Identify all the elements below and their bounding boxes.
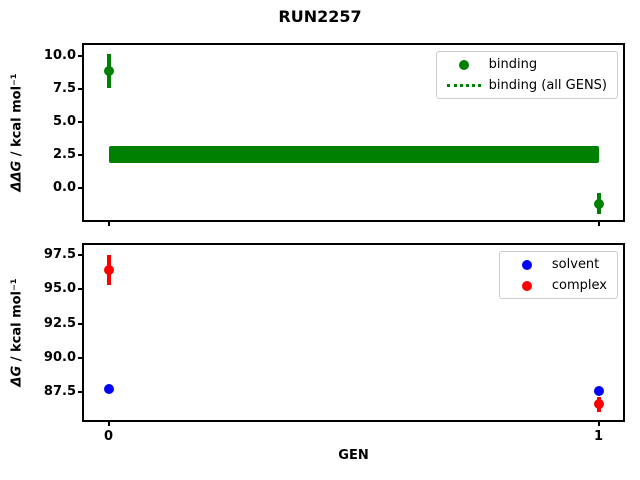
ytick-label: 7.5 — [52, 81, 76, 97]
legend-swatch-solvent — [521, 259, 532, 270]
marker-binding-1 — [593, 198, 604, 209]
legend-swatch-area — [446, 84, 481, 87]
ytick-mark — [78, 186, 82, 189]
ytick-label: 5.0 — [52, 113, 76, 129]
bottom-legend: solvent complex — [498, 251, 618, 299]
ytick-mark — [78, 390, 82, 393]
legend-swatch-area — [447, 59, 481, 70]
ytick-label: 97.5 — [43, 247, 76, 263]
xtick-label: 1 — [593, 429, 604, 444]
top-ylabel-text: ΔΔG / kcal mol⁻¹ — [9, 73, 25, 192]
ytick-mark — [78, 356, 82, 359]
bottom-axes: solvent complex 97.5 95.0 92.5 90.0 87.5 0 1 — [44, 243, 625, 444]
ytick-mark — [78, 88, 82, 91]
legend-label-complex: complex — [551, 278, 607, 293]
ytick-label: 90.0 — [43, 349, 76, 365]
top-legend: binding binding (all GENS) — [435, 51, 618, 99]
marker-solvent-1 — [593, 385, 604, 396]
legend-row-all-gens: binding (all GENS) — [446, 76, 607, 95]
legend-swatch-area — [510, 280, 544, 291]
ytick-label: 92.5 — [43, 315, 76, 331]
legend-row-solvent: solvent — [510, 255, 607, 274]
top-axes: binding binding (all GENS) 10.0 7.5 5.0 2.5… — [44, 43, 625, 226]
ytick-mark — [78, 120, 82, 123]
ytick-mark — [78, 254, 82, 257]
x-axis-label: GEN — [338, 448, 369, 463]
marker-solvent-0 — [103, 384, 114, 395]
ytick-label: 95.0 — [43, 281, 76, 297]
bottom-ylabel: ΔG / kcal mol⁻¹ — [0, 243, 34, 422]
xtick-mark — [107, 222, 110, 226]
ytick-label: 10.0 — [43, 48, 76, 64]
bottom-ylabel-text: ΔG / kcal mol⁻¹ — [9, 278, 25, 387]
legend-row-complex: complex — [510, 276, 607, 295]
legend-label-all-gens: binding (all GENS) — [488, 78, 607, 93]
legend-swatch-binding — [458, 59, 469, 70]
top-ylabel: ΔΔG / kcal mol⁻¹ — [0, 43, 34, 222]
ytick-mark — [78, 153, 82, 156]
ytick-label: 87.5 — [43, 383, 76, 399]
ytick-mark — [78, 322, 82, 325]
xtick-mark — [597, 222, 600, 226]
marker-complex-1 — [593, 399, 604, 410]
ytick-label: 0.0 — [52, 179, 76, 195]
ytick-mark — [78, 288, 82, 291]
ytick-mark — [78, 55, 82, 58]
marker-complex-0 — [103, 265, 114, 276]
xtick-label: 0 — [103, 429, 114, 444]
ytick-label: 2.5 — [52, 146, 76, 162]
marker-binding-0 — [103, 65, 114, 76]
legend-swatch-complex — [521, 280, 532, 291]
plot-title: RUN2257 — [278, 7, 362, 26]
legend-swatch-area — [510, 259, 544, 270]
legend-swatch-all-gens — [446, 84, 481, 87]
legend-label-binding: binding — [488, 57, 538, 72]
xtick-mark — [597, 422, 600, 426]
legend-label-solvent: solvent — [551, 257, 600, 272]
xtick-mark — [107, 422, 110, 426]
legend-row-binding: binding — [447, 55, 607, 74]
band-all-gens — [108, 146, 599, 164]
